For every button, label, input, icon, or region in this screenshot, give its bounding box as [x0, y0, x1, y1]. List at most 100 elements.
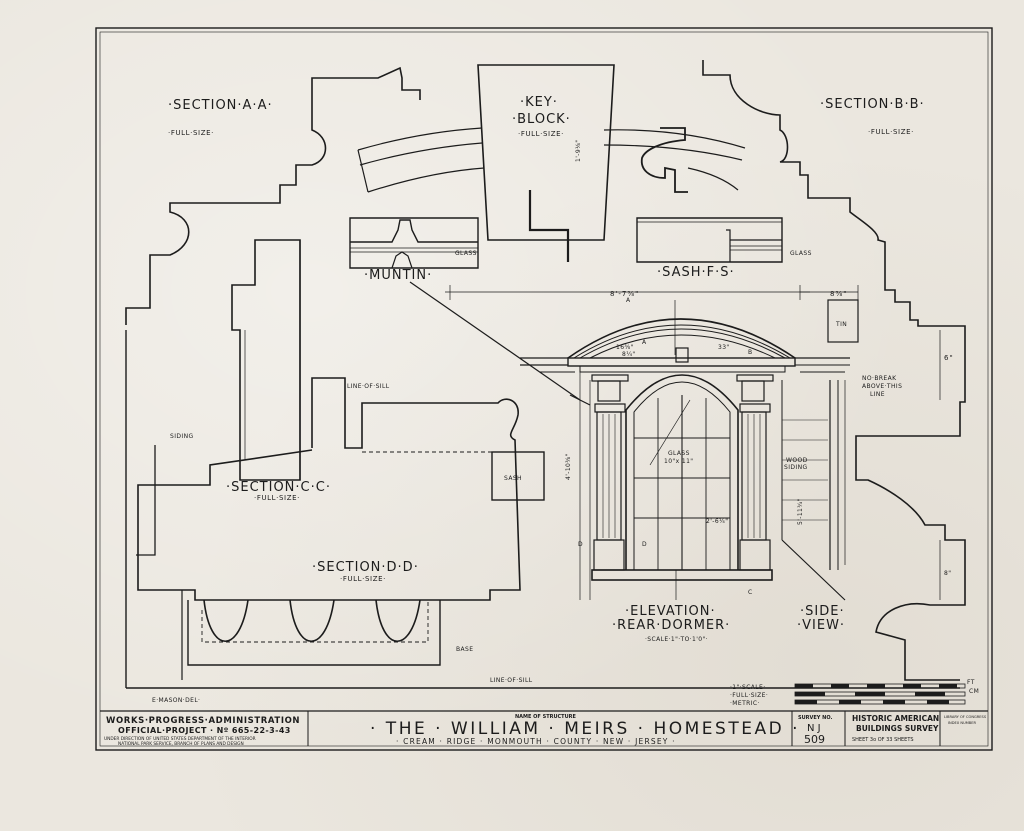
key-block-outline: [477, 64, 615, 241]
arch-molding-right-top: [603, 129, 746, 149]
dim-d4: 6": [944, 354, 954, 362]
label-line: LINE: [870, 391, 885, 398]
arch-molding-right-mid: [603, 144, 743, 161]
wpa-line-2: OFFICIAL·PROJECT · Nº 665-22-3-43: [118, 726, 291, 735]
scale-metric-label: ·METRIC·: [730, 700, 760, 707]
scale-full-size-label: ·FULL·SIZE·: [730, 692, 768, 699]
outer-border: [95, 27, 993, 751]
section-aa-profile: [125, 66, 421, 325]
wpa-line-4: NATIONAL PARK SERVICE, BRANCH OF PLANS A…: [118, 741, 244, 747]
dormer-elevation: [445, 291, 810, 581]
dim-d1: 16⅜": [616, 344, 634, 351]
label-elevation-scale: ·SCALE·1"·TO·1'0"·: [645, 636, 708, 643]
label-side-view-1: ·SIDE·: [800, 604, 845, 619]
key-block-profile: [640, 127, 688, 193]
scale-cm: CM: [969, 688, 979, 695]
label-glass-dim-1: GLASS: [668, 450, 690, 457]
label-wood-siding-1: WOOD: [786, 457, 808, 464]
base-dashed: [201, 600, 429, 643]
label-wood-siding-2: SIDING: [784, 464, 808, 471]
sash-box: [491, 451, 545, 501]
label-line-of-sill-upper: LINE·OF·SILL: [347, 383, 390, 390]
survey-number: 509: [804, 733, 825, 746]
arch-molding-left-mid: [359, 142, 483, 166]
scale-bars: ·1"·SCALE· ·FULL·SIZE· ·METRIC· FT CM: [730, 679, 979, 707]
dim-d8: 5'-11¾": [797, 498, 804, 525]
arch-molding-right-bottom: [687, 167, 739, 191]
inner-border: [99, 31, 989, 747]
marker-d-right: D: [642, 541, 647, 548]
section-bb-profile: [702, 60, 966, 681]
label-glass-right: GLASS: [790, 250, 812, 257]
label-siding: SIDING: [170, 433, 194, 440]
section-dd-profile: [137, 377, 521, 601]
structure-name: · THE · WILLIAM · MEIRS · HOMESTEAD ·: [370, 719, 800, 739]
marker-d-left: D: [578, 541, 583, 548]
label-draftsman: E·MASON·DEL·: [152, 697, 200, 704]
label-section-cc-scale: ·FULL·SIZE·: [254, 494, 300, 502]
base-outline: [187, 600, 441, 666]
scale-inch-label: ·1"·SCALE·: [730, 684, 766, 691]
dimension-lines: [244, 285, 941, 600]
label-tin: TIN: [835, 321, 847, 328]
label-key-block-1: ·KEY·: [520, 95, 558, 110]
marker-a-top: A: [626, 297, 631, 304]
survey-no-label: SURVEY NO.: [798, 715, 832, 721]
dim-d5: 4'-10⅜": [565, 453, 572, 480]
key-block-step: [528, 190, 570, 262]
label-elevation-2: ·REAR·DORMER·: [612, 618, 730, 633]
dim-d7: 2'-6¼": [706, 518, 728, 525]
label-muntin: ·MUNTIN·: [364, 268, 432, 283]
label-section-aa: ·SECTION·A·A·: [168, 98, 273, 113]
scale-ft: FT: [967, 679, 975, 686]
label-no-break: NO·BREAK: [862, 375, 897, 382]
label-sash-fs: ·SASH·F·S·: [657, 265, 735, 280]
survey-state: N J: [807, 723, 821, 734]
habs-small-2: INDEX NUMBER: [948, 721, 977, 725]
marker-b: B: [748, 349, 753, 356]
label-base: BASE: [456, 646, 473, 653]
label-line-of-sill-lower: LINE·OF·SILL: [490, 677, 533, 684]
label-glass-left: GLASS: [455, 250, 477, 257]
arch-molding-left-end: [357, 149, 369, 193]
marker-a-low: A: [642, 339, 647, 346]
sheet-number: SHEET 3o OF 33 SHEETS: [852, 737, 914, 743]
label-key-block-2: ·BLOCK·: [512, 112, 571, 127]
title-block: WORKS·PROGRESS·ADMINISTRATION OFFICIAL·P…: [104, 711, 987, 747]
arch-molding-left-bottom: [367, 167, 485, 193]
label-above-this: ABOVE·THIS: [862, 383, 902, 390]
dim-d6: 1'-9⅛": [575, 140, 582, 162]
label-section-dd: ·SECTION·D·D·: [312, 560, 419, 575]
wpa-line-3: UNDER DIRECTION OF UNITED STATES DEPARTM…: [104, 736, 256, 742]
marker-c: C: [748, 589, 753, 596]
dim-d2: 8¼": [622, 351, 636, 358]
label-sash-box: SASH: [504, 475, 522, 482]
muntin-profile: [350, 219, 478, 243]
section-cc-profile: [231, 239, 301, 481]
dim-overall-width: 8'-7⅜": [610, 290, 639, 298]
dim-d9: 8": [944, 570, 951, 577]
label-section-bb-scale: ·FULL·SIZE·: [868, 128, 914, 136]
muntin-box: [349, 217, 479, 269]
structure-location: · CREAM · RIDGE · MONMOUTH · COUNTY · NE…: [396, 737, 676, 746]
sash-fs-box: [636, 217, 783, 263]
label-section-dd-scale: ·FULL·SIZE·: [340, 575, 386, 583]
label-section-bb: ·SECTION·B·B·: [820, 97, 925, 112]
label-key-block-scale: ·FULL·SIZE·: [518, 130, 564, 138]
label-glass-dim-2: 10"x 11": [664, 458, 693, 465]
habs-small-1: LIBRARY OF CONGRESS: [944, 715, 987, 719]
label-section-cc: ·SECTION·C·C·: [226, 480, 331, 495]
wpa-line-1: WORKS·PROGRESS·ADMINISTRATION: [106, 716, 300, 726]
arch-molding-left-top: [357, 127, 483, 151]
label-section-aa-scale: ·FULL·SIZE·: [168, 129, 214, 137]
dim-side-width: 8⅜": [830, 290, 847, 298]
side-view: [781, 299, 859, 601]
habs-line-1: HISTORIC AMERICAN: [852, 714, 939, 723]
dim-d3: 33": [718, 344, 730, 351]
name-of-structure-label: NAME OF STRUCTURE: [515, 714, 577, 720]
label-side-view-2: ·VIEW·: [797, 618, 845, 633]
label-elevation-1: ·ELEVATION·: [625, 604, 716, 619]
habs-line-2: BUILDINGS SURVEY: [856, 724, 939, 733]
